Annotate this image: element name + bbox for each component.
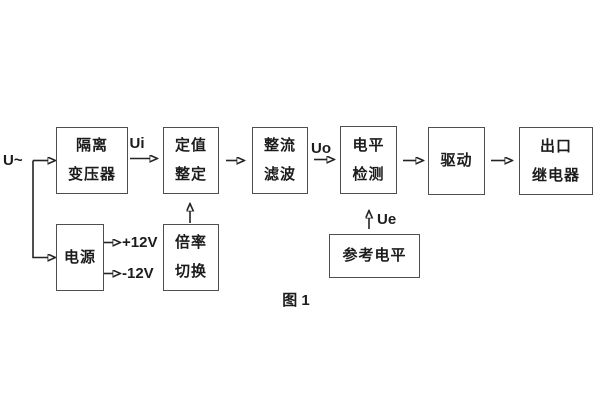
block-label: 隔离	[75, 137, 108, 154]
block-label: 参考电平	[342, 247, 407, 264]
signal-label-ui: Ui	[129, 135, 145, 152]
block-label: 定值	[174, 137, 207, 154]
rail-label-neg12v: -12V	[122, 265, 154, 282]
figure-caption: 图 1	[282, 292, 310, 309]
wire-input-to-power	[32, 160, 48, 258]
signal-label-ue: Ue	[377, 211, 397, 228]
block-level-detection: 电平 检测	[340, 126, 397, 194]
block-reference-level: 参考电平	[329, 234, 420, 278]
block-setpoint-setting: 定值 整定	[163, 127, 219, 194]
block-output-relay: 出口 继电器	[519, 127, 593, 195]
block-label: 滤波	[263, 166, 296, 183]
block-label: 切换	[174, 263, 207, 280]
block-label: 检测	[352, 165, 385, 183]
block-drive: 驱动	[428, 127, 485, 195]
block-label: 电平	[352, 136, 385, 154]
signal-label-uo: Uo	[311, 140, 331, 157]
block-label: 整定	[174, 166, 207, 183]
input-voltage-label: U~	[3, 152, 23, 169]
block-power-supply: 电源	[56, 224, 104, 291]
block-label: 继电器	[531, 166, 580, 184]
block-rectifier-filter: 整流 滤波	[252, 127, 308, 194]
block-label: 变压器	[67, 166, 116, 183]
block-label: 驱动	[440, 152, 473, 169]
block-label: 出口	[539, 137, 572, 155]
block-isolation-transformer: 隔离 变压器	[56, 127, 128, 194]
block-label: 倍率	[174, 234, 207, 251]
block-label: 整流	[263, 137, 296, 154]
block-label: 电源	[63, 248, 96, 266]
block-ratio-switching: 倍率 切换	[163, 224, 219, 291]
rail-label-pos12v: +12V	[122, 234, 158, 251]
